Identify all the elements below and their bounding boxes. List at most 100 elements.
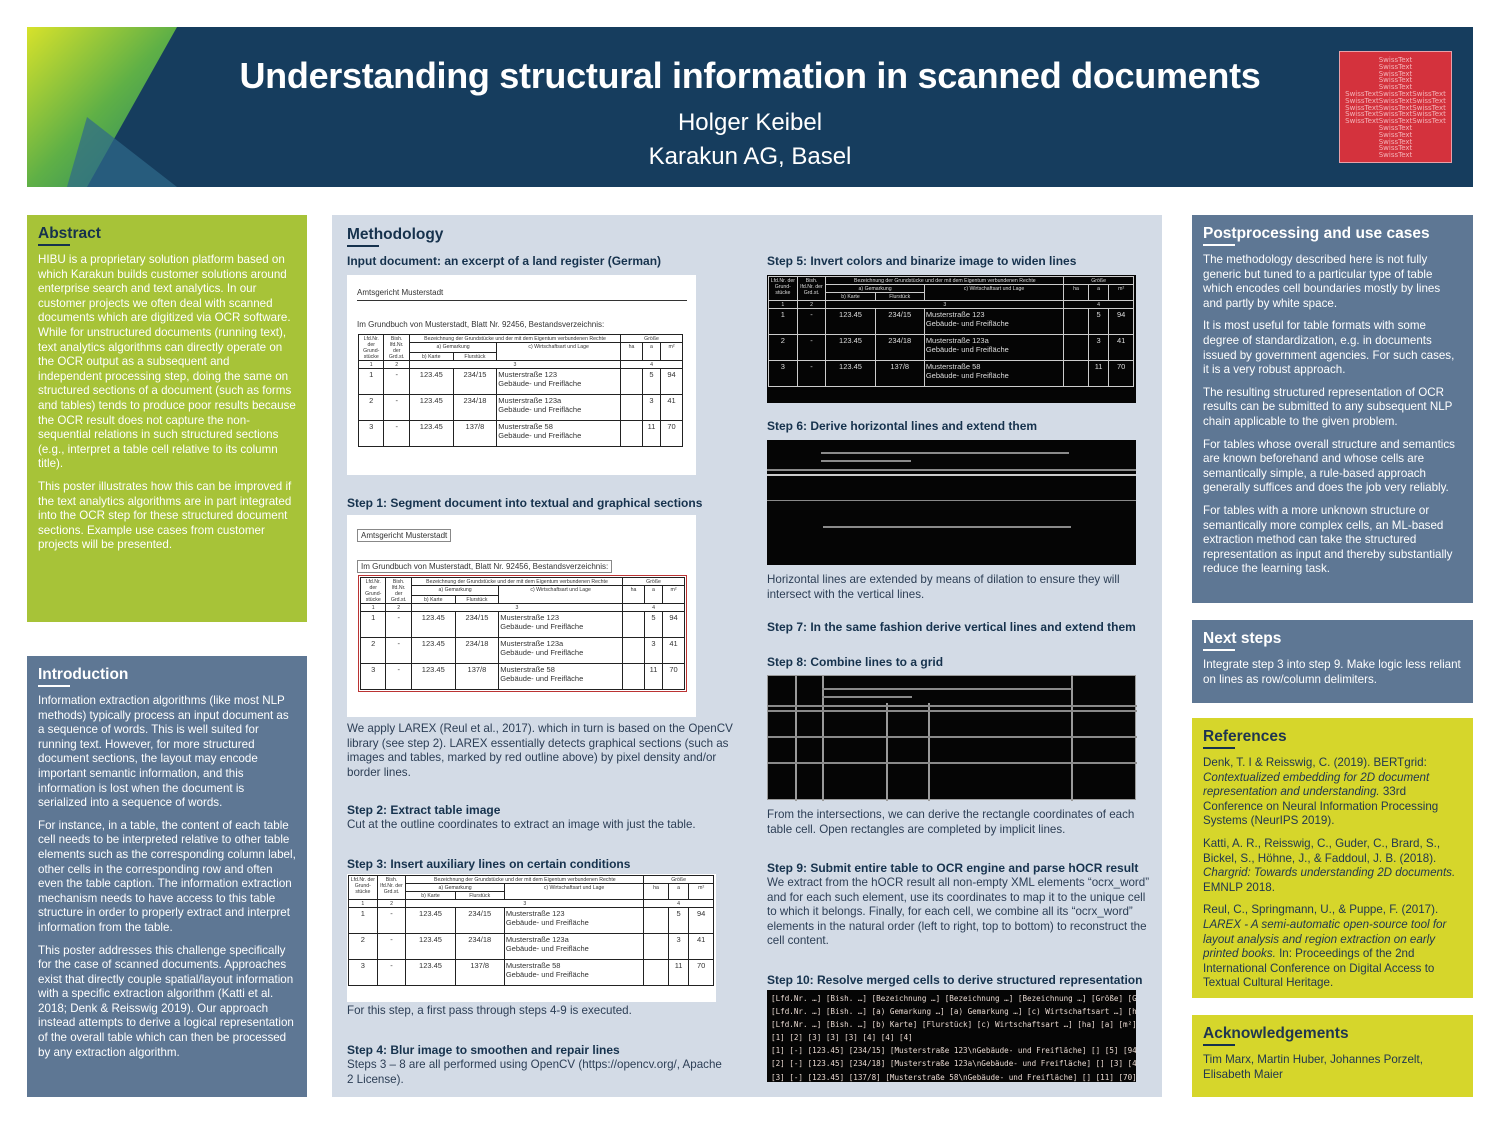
introduction-section: Introduction Information extraction algo… [27, 656, 307, 1097]
table-cell: 234/15 [452, 368, 498, 395]
table-cell: 123.45 [405, 959, 456, 986]
references-section: References Denk, T. I & Reisswig, C. (20… [1192, 718, 1473, 998]
column-header: ha [622, 585, 645, 604]
table-cell: - [376, 933, 407, 960]
table-cell [620, 394, 643, 421]
doc-court-header: Amtsgericht Musterstadt [357, 288, 687, 301]
postprocessing-section: Postprocessing and use cases The methodo… [1192, 215, 1473, 603]
table-cell: 11 [641, 420, 662, 447]
table-cell: 3 [768, 360, 798, 387]
table-cell: 123.45 [825, 360, 876, 387]
column-header: c) Wirtschaftsart und Lage [496, 342, 622, 361]
column-header: m² [662, 585, 685, 604]
horizontal-line [822, 696, 912, 698]
table-cell: - [796, 308, 827, 335]
table-cell: 123.45 [410, 611, 456, 638]
table-cell: 41 [660, 394, 683, 421]
logo-text-line: SwissText [1378, 83, 1413, 92]
table-cell: 137/8 [874, 360, 925, 387]
table-cell: 70 [1108, 360, 1134, 387]
table-cell: - [383, 420, 410, 447]
table-cell: - [383, 368, 410, 395]
input-label: Input document: an excerpt of a land reg… [347, 254, 662, 268]
column-header: a) Gemarkung [410, 585, 500, 596]
table-cell [643, 907, 669, 934]
table-cell: 4 [643, 899, 714, 908]
table-cell [643, 933, 669, 960]
column-header: a [643, 585, 664, 604]
table-cell: 3 [357, 420, 385, 447]
logo-text-line: SwissText [1378, 144, 1413, 153]
table-cell [620, 368, 643, 395]
table-cell: 2 [359, 637, 387, 664]
input-document-image: Amtsgericht Musterstadt Im Grundbuch von… [347, 275, 696, 475]
paragraph: For tables with a more unknown structure… [1203, 503, 1453, 576]
column-header: Größe [643, 875, 714, 884]
logo-text-line: SwissTextSwissTextSwissText [1345, 89, 1446, 98]
reference-item: Katti, A. R., Reisswig, C., Guder, C., B… [1203, 837, 1462, 895]
logo-text-line: SwissText [1378, 76, 1413, 85]
table-cell: 234/15 [874, 308, 925, 335]
table-cell: 3 [667, 933, 690, 960]
step5-label: Step 5: Invert colors and binarize image… [767, 254, 1077, 268]
horizontal-line [821, 452, 1069, 454]
table-cell: 1 [348, 907, 378, 934]
table-cell: 1 [348, 899, 378, 908]
horizontal-line [821, 460, 911, 462]
table-cell: 123.45 [410, 663, 456, 690]
vertical-line [886, 703, 888, 801]
table-cell: - [383, 394, 410, 421]
logo-text-line: SwissText [1378, 62, 1413, 71]
horizontal-line [768, 710, 1137, 712]
table-cell: 41 [688, 933, 714, 960]
section-heading: Next steps [1203, 630, 1282, 651]
column-header: Bish. lfd.Nr. der Grd.st. [385, 577, 412, 604]
column-header: a [641, 342, 662, 361]
column-header: b) Karte [405, 891, 456, 900]
table-cell: 1 [357, 360, 385, 369]
table-cell: 1 [768, 300, 798, 309]
table-cell: 1 [357, 368, 385, 395]
column-header: ha [643, 883, 669, 900]
table-cell: 70 [688, 959, 714, 986]
table-cell: 3 [641, 394, 662, 421]
table-cell: 94 [1108, 308, 1134, 335]
column-header: c) Wirtschaftsart und Lage [923, 284, 1065, 301]
step9-label: Step 9: Submit entire table to OCR engin… [767, 861, 1139, 875]
column-header: b) Karte [408, 352, 454, 361]
horizontal-lines-image [767, 440, 1136, 565]
logo-text-line: SwissTextSwissTextSwissText [1345, 110, 1446, 119]
table-cell [622, 611, 645, 638]
column-header: m² [688, 883, 714, 900]
table-cell: 3 [825, 300, 1065, 309]
logo-text-line: SwissTextSwissTextSwissText [1345, 96, 1446, 105]
doc-register-line: Im Grundbuch von Musterstadt, Blatt Nr. … [357, 560, 613, 573]
column-header: Lfd.Nr. der Grund-stücke [348, 875, 378, 900]
table-cell: 5 [1087, 308, 1110, 335]
table-cell: 4 [620, 360, 683, 369]
horizontal-line [768, 762, 1137, 764]
table-cell: 11 [667, 959, 690, 986]
output-line: [3] [-] [123.45] [137/8] [Musterstraße 5… [771, 1072, 1136, 1082]
column-header: Größe [1063, 276, 1134, 285]
step8-label: Step 8: Combine lines to a grid [767, 655, 944, 669]
table-cell [622, 663, 645, 690]
column-header: c) Wirtschaftsart und Lage [503, 883, 645, 900]
logo-text-line: SwissText [1378, 151, 1413, 160]
section-heading: References [1203, 728, 1287, 749]
column-header: m² [660, 342, 683, 361]
horizontal-line [767, 469, 1136, 471]
table-cell: 234/15 [454, 907, 505, 934]
table-cell: 123.45 [405, 933, 456, 960]
table-cell [1063, 334, 1089, 361]
step1-text: We apply LAREX (Reul et al., 2017). whic… [347, 722, 733, 779]
